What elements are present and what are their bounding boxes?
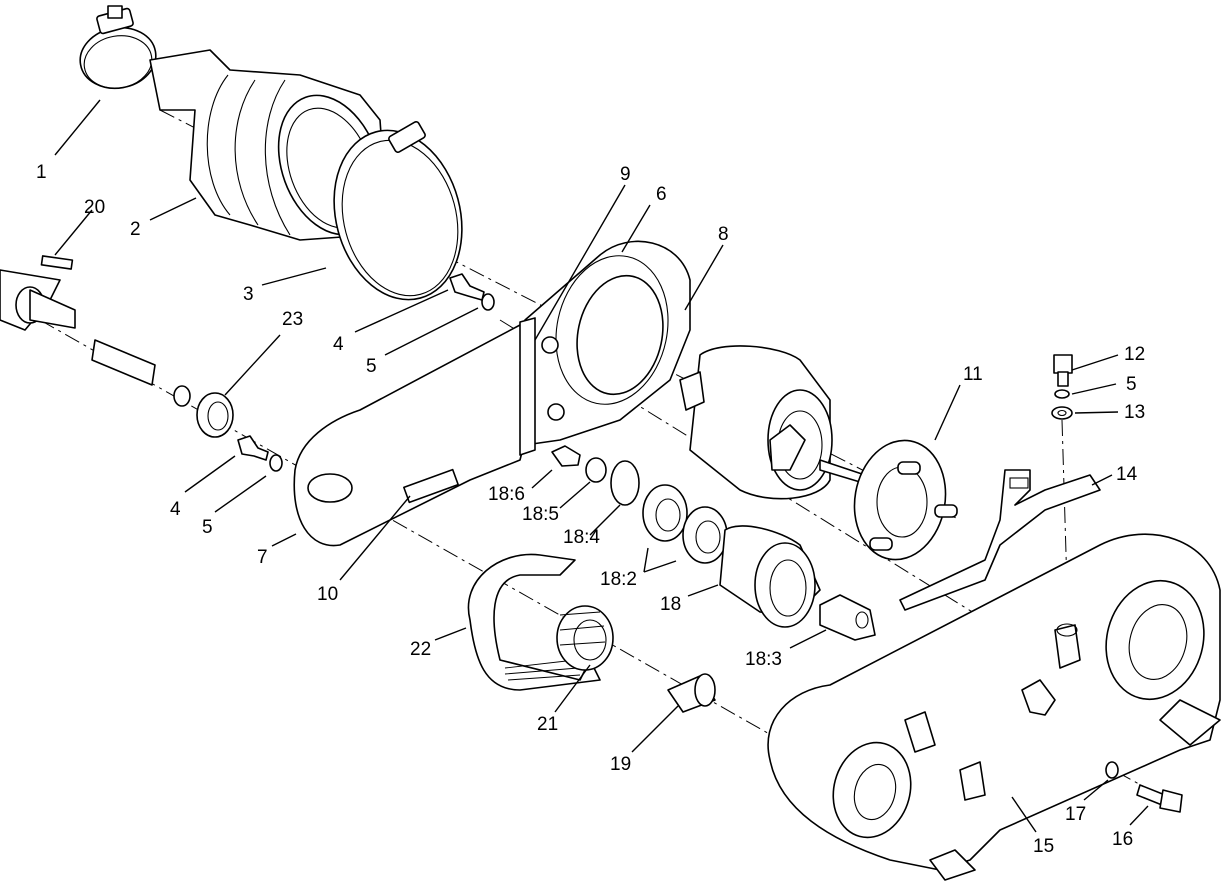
part-12-bolt: [1053, 354, 1073, 387]
part-21-pulley: [556, 605, 614, 671]
callout-labels: 1 2 3 4 4 5 5 5 6 7 8 9 10 11 12 13 14 1…: [36, 162, 1145, 857]
callout-18: 18: [660, 594, 681, 615]
callout-7: 7: [257, 547, 268, 568]
callout-3: 3: [243, 284, 254, 305]
part-18-3-hub: [819, 594, 876, 641]
part-20-key: [40, 255, 74, 270]
part-16-bolt: [1136, 784, 1183, 813]
callout-11: 11: [963, 364, 983, 385]
leader-lines: [54, 99, 1149, 833]
callout-19: 19: [610, 754, 631, 775]
part-5-washer-upper: [481, 293, 495, 311]
part-9-plate-edge: [519, 317, 536, 456]
part-15-gear-housing: [767, 533, 1221, 881]
callout-2: 2: [130, 219, 141, 240]
callout-4-lower: 4: [170, 499, 181, 520]
callout-18-3: 18:3: [745, 649, 782, 670]
callout-17: 17: [1065, 804, 1086, 825]
callout-20: 20: [84, 197, 105, 218]
callout-16: 16: [1112, 829, 1133, 850]
part-18-6-pin: [551, 445, 581, 467]
part-11-flange: [853, 439, 958, 561]
callout-22: 22: [410, 639, 431, 660]
part-19-spacer: [667, 673, 716, 713]
callout-6: 6: [656, 184, 667, 205]
callout-13: 13: [1124, 402, 1145, 423]
callout-18-4: 18:4: [563, 527, 600, 548]
callout-18-5: 18:5: [522, 504, 559, 525]
part-14-bracket: [899, 469, 1101, 611]
part-5-washer-lower: [269, 454, 283, 472]
part-17-lock-washer: [1105, 761, 1119, 779]
part-6-belt-housing: [524, 240, 691, 446]
callout-10: 10: [317, 584, 338, 605]
callout-9: 9: [620, 164, 631, 185]
callout-5-lower: 5: [202, 517, 213, 538]
callout-18-6: 18:6: [488, 484, 525, 505]
part-5-washer-right: [1054, 389, 1070, 399]
part-23-seal: [196, 392, 234, 438]
part-22-belt: [467, 553, 601, 691]
callout-14: 14: [1116, 464, 1138, 485]
callout-4-upper: 4: [333, 334, 344, 355]
part-18-5-washer: [585, 457, 607, 483]
part-18-4-snap-ring: [610, 460, 640, 506]
input-shaft: [0, 269, 191, 407]
part-8-motor: [679, 345, 881, 500]
callout-5-right: 5: [1126, 374, 1137, 395]
callout-15: 15: [1033, 836, 1054, 857]
callout-8: 8: [718, 224, 729, 245]
part-1-hose-clamp: [79, 5, 157, 90]
part-3-hose-clamp: [333, 121, 463, 301]
callout-12: 12: [1124, 344, 1145, 365]
part-4-screw-lower: [237, 435, 269, 461]
callout-5-upper: 5: [366, 356, 377, 377]
callout-23: 23: [282, 309, 303, 330]
part-13-washer: [1051, 406, 1073, 420]
callout-21: 21: [537, 714, 558, 735]
part-4-screw-upper: [449, 273, 485, 301]
part-18-roller: [719, 525, 821, 628]
callout-18-2: 18:2: [600, 569, 637, 590]
callout-1: 1: [36, 162, 47, 183]
part-18-2-bearings: [642, 484, 728, 564]
